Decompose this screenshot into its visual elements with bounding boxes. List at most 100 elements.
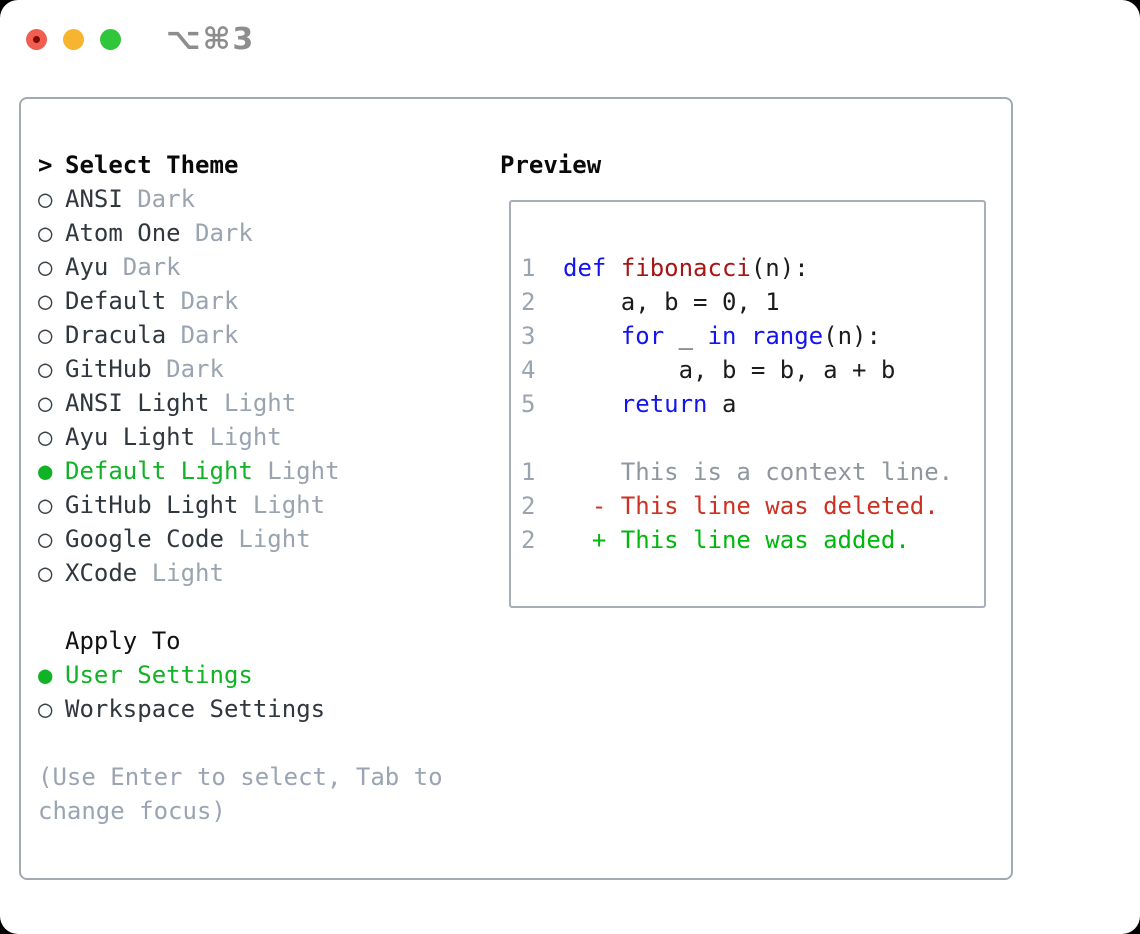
theme-option-xcode-light[interactable]: ○ XCode Light xyxy=(38,556,340,590)
code-keyword: def xyxy=(563,254,607,282)
theme-name: XCode xyxy=(65,559,138,587)
line-number: 2 xyxy=(521,288,536,316)
code-line: 2 a, b = 0, 1 xyxy=(521,285,984,319)
code-text xyxy=(606,254,620,282)
theme-name: Ayu Light xyxy=(65,423,196,451)
radio-unselected-icon: ○ xyxy=(38,559,53,587)
theme-variant: Dark xyxy=(122,253,181,281)
apply-to-header: Apply To xyxy=(38,624,325,658)
code-text xyxy=(563,322,621,350)
theme-variant: Light xyxy=(267,457,340,485)
apply-to-label: Apply To xyxy=(65,627,181,655)
theme-option-google-code-light[interactable]: ○ Google Code Light xyxy=(38,522,340,556)
radio-unselected-icon: ○ xyxy=(38,695,53,723)
preview-title: Preview xyxy=(500,151,602,179)
radio-unselected-icon: ○ xyxy=(38,185,53,213)
theme-variant: Dark xyxy=(180,287,239,315)
code-keyword: for xyxy=(620,322,665,350)
theme-variant: Dark xyxy=(137,185,196,213)
line-number: 5 xyxy=(521,390,536,418)
line-number: 2 xyxy=(521,526,536,554)
code-text: (n): xyxy=(823,322,881,350)
theme-variant: Light xyxy=(209,423,282,451)
radio-unselected-icon: ○ xyxy=(38,389,53,417)
apply-option-user-settings[interactable]: ● User Settings xyxy=(38,658,325,692)
theme-variant: Dark xyxy=(166,355,224,383)
code-text: a, b = 0, 1 xyxy=(563,288,780,316)
theme-variant: Light xyxy=(151,559,224,587)
theme-name: Ayu xyxy=(65,253,109,281)
code-function-name: fibonacci xyxy=(620,254,751,282)
line-number: 4 xyxy=(521,356,536,384)
theme-variant: Light xyxy=(223,389,297,417)
close-button-dot-icon xyxy=(33,36,40,43)
theme-variant: Dark xyxy=(195,219,253,247)
code-line: 4 a, b = b, a + b xyxy=(521,353,984,387)
radio-unselected-icon: ○ xyxy=(38,219,53,247)
radio-unselected-icon: ○ xyxy=(38,253,53,281)
code-text xyxy=(736,322,750,350)
line-number: 3 xyxy=(521,322,536,350)
radio-unselected-icon: ○ xyxy=(38,491,53,519)
minimize-button[interactable] xyxy=(63,29,84,50)
radio-unselected-icon: ○ xyxy=(38,525,53,553)
theme-name: Atom One xyxy=(65,219,181,247)
prompt-caret-icon: > xyxy=(38,151,53,179)
theme-name: GitHub xyxy=(65,355,152,383)
theme-variant: Light xyxy=(238,525,311,553)
theme-name: Default xyxy=(65,287,167,315)
theme-option-github-light[interactable]: ○ GitHub Light Light xyxy=(38,488,340,522)
close-button[interactable] xyxy=(26,29,47,50)
blank-line xyxy=(521,421,984,455)
select-theme-label: Select Theme xyxy=(65,151,239,179)
theme-name: GitHub Light xyxy=(65,491,239,519)
code-line: 5 return a xyxy=(521,387,984,421)
theme-name: Google Code xyxy=(65,525,224,553)
keyboard-hint: (Use Enter to select, Tab to change focu… xyxy=(38,760,443,828)
line-number: 1 xyxy=(521,254,536,282)
keyboard-hint-line: change focus) xyxy=(38,797,226,825)
code-text: _ xyxy=(664,322,708,350)
theme-variant: Light xyxy=(252,491,326,519)
code-text: a xyxy=(707,390,737,418)
apply-option-label: Workspace Settings xyxy=(65,695,326,723)
radio-selected-icon: ● xyxy=(38,661,53,689)
theme-option-ayu-dark[interactable]: ○ Ayu Dark xyxy=(38,250,340,284)
line-number: 1 xyxy=(521,458,536,486)
diff-deleted-text: - This line was deleted. xyxy=(563,492,939,520)
code-line: 3 for _ in range(n): xyxy=(521,319,984,353)
code-line: 1 def fibonacci(n): xyxy=(521,251,984,285)
code-text: a, b = b, a + b xyxy=(563,356,896,384)
window-title: ⌥⌘3 xyxy=(166,22,256,57)
radio-selected-icon: ● xyxy=(38,457,53,485)
code-keyword: range xyxy=(750,322,824,350)
apply-to-group: Apply To ● User Settings ○ Workspace Setti… xyxy=(38,624,325,726)
theme-option-default-light-selected[interactable]: ● Default Light Light xyxy=(38,454,340,488)
diff-context-line: 1 This is a context line. xyxy=(521,455,984,489)
maximize-button[interactable] xyxy=(100,29,121,50)
radio-unselected-icon: ○ xyxy=(38,321,53,349)
diff-added-line: 2 + This line was added. xyxy=(521,523,984,557)
theme-option-atom-one-dark[interactable]: ○ Atom One Dark xyxy=(38,216,340,250)
code-text: (n): xyxy=(750,254,809,282)
theme-variant: Dark xyxy=(180,321,239,349)
apply-option-label: User Settings xyxy=(65,661,253,689)
code-keyword: return xyxy=(620,390,708,418)
diff-context-text: This is a context line. xyxy=(563,458,954,486)
diff-deleted-line: 2 - This line was deleted. xyxy=(521,489,984,523)
select-theme-header: > Select Theme xyxy=(38,148,340,182)
line-number: 2 xyxy=(521,492,536,520)
apply-option-workspace-settings[interactable]: ○ Workspace Settings xyxy=(38,692,325,726)
theme-name: Default Light xyxy=(65,457,253,485)
keyboard-hint-line: (Use Enter to select, Tab to xyxy=(38,763,443,791)
code-text xyxy=(563,390,621,418)
